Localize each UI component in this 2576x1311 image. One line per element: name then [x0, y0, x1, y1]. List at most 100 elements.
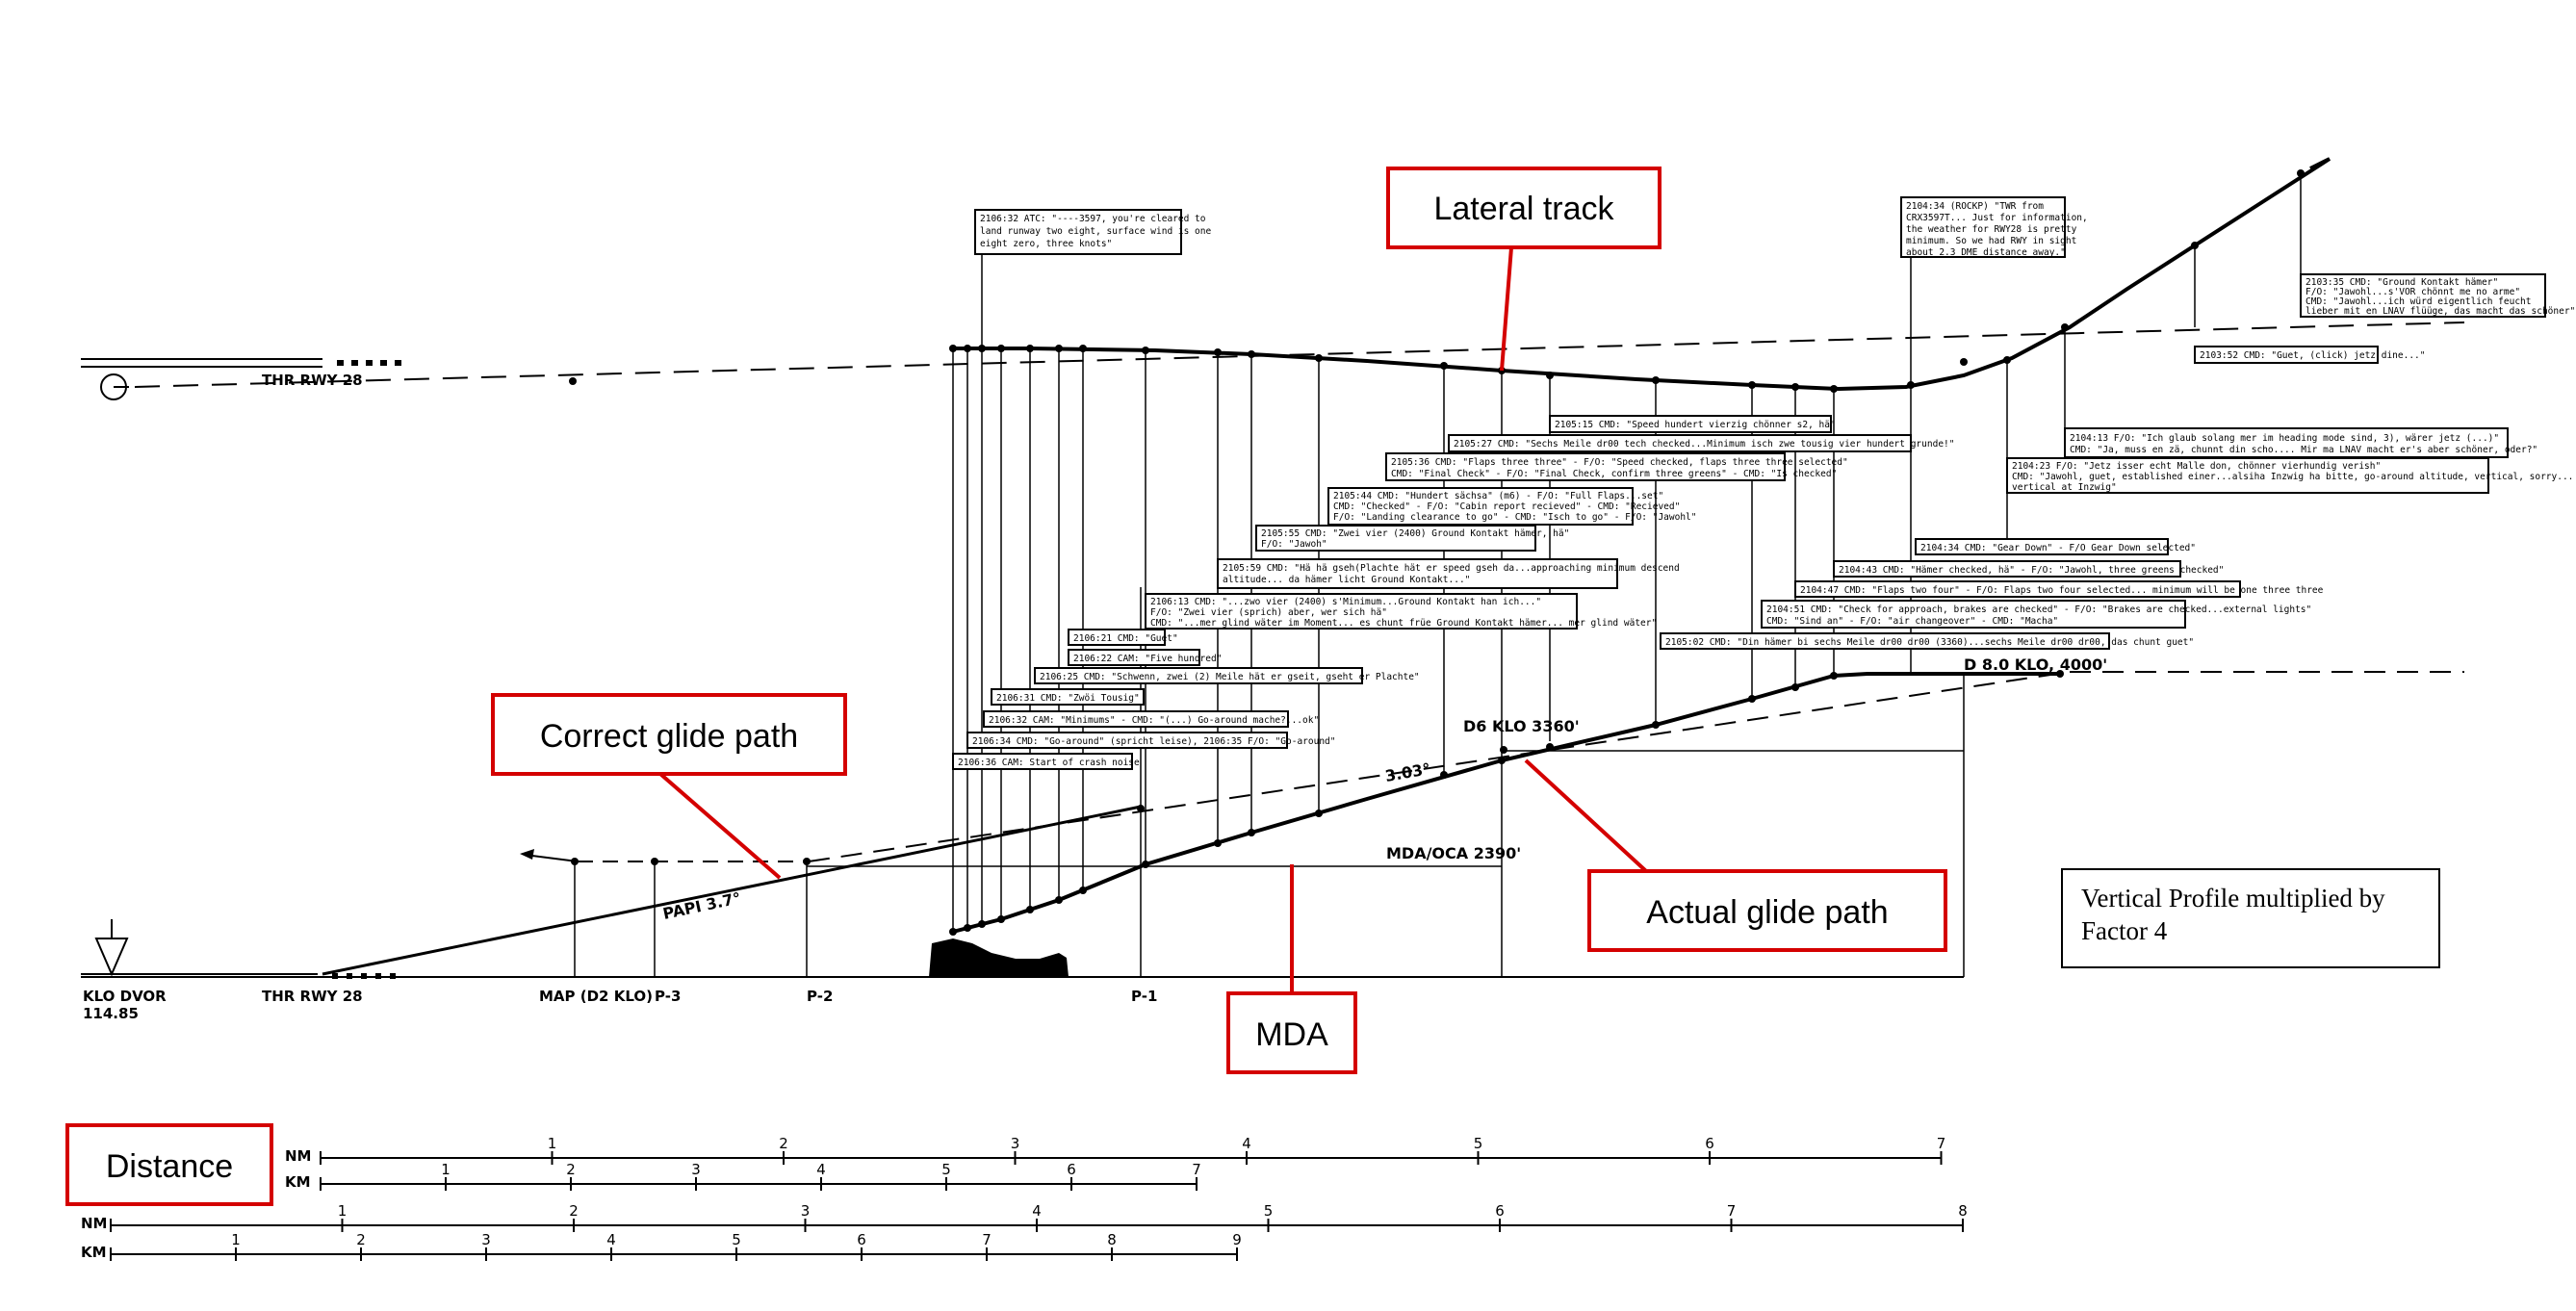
- scale-nm-top-tick-label: 3: [1011, 1135, 1020, 1152]
- legend-box: Vertical Profile multiplied by Factor 4: [2061, 868, 2440, 968]
- scale-nm-bottom-tick-label: 2: [569, 1202, 579, 1220]
- runway-bottom-dots: [332, 973, 396, 979]
- note-approaching-mda: 2105:59 CMD: "Hä hä gseh(Plachte hät er …: [1217, 558, 1680, 589]
- svg-text:2103:52 CMD: "Guet, (click) je: 2103:52 CMD: "Guet, (click) jetz dine...…: [2200, 350, 2426, 361]
- map-label: MAP (D2 KLO): [539, 988, 653, 1005]
- scale-nm-top-tick-label: 6: [1705, 1135, 1714, 1152]
- scale-nm-bottom-tick-label: 8: [1958, 1202, 1968, 1220]
- scale-km-bottom-tick-label: 3: [481, 1231, 491, 1248]
- note-ground-contact: 2103:35 CMD: "Ground Kontakt hämer" F/O:…: [2300, 273, 2575, 318]
- extended-centerline: [134, 321, 2465, 388]
- note-flaps-two: 2104:47 CMD: "Flaps two four" - F/O: Fla…: [1794, 580, 2324, 598]
- missed-approach-arrow: [524, 854, 579, 862]
- scale-nm-bottom-tick-label: 7: [1727, 1202, 1737, 1220]
- svg-text:2106:22 CAM: "Five hundred": 2106:22 CAM: "Five hundred": [1073, 654, 1222, 664]
- callout-actual-glide-path: Actual glide path: [1524, 758, 1947, 952]
- note-five-hundred: 2106:22 CAM: "Five hundred": [1068, 649, 1222, 666]
- scale-km-top-tick-label: 1: [441, 1161, 451, 1178]
- profile-verticals: [574, 674, 1965, 977]
- svg-text:CMD: "Checked" - F/O: "Cabin r: CMD: "Checked" - F/O: "Cabin report reci…: [1333, 501, 1680, 512]
- papi-glide-path: [322, 805, 1142, 976]
- svg-text:2105:27 CMD: "Sechs Meile dr00: 2105:27 CMD: "Sechs Meile dr00 tech chec…: [1454, 439, 1954, 450]
- thr-rwy-label: THR RWY 28: [262, 988, 363, 1005]
- svg-text:eight zero, three knots": eight zero, three knots": [980, 239, 1112, 249]
- note-schwenn: 2106:25 CMD: "Schwenn, zwei (2) Meile hä…: [1034, 667, 1420, 684]
- svg-text:CMD: "Ja, muss en zä, chunnt d: CMD: "Ja, muss en zä, chunnt din scho...…: [2070, 445, 2537, 455]
- svg-text:2106:36 CAM: Start of crash no: 2106:36 CAM: Start of crash noise: [958, 758, 1140, 768]
- scale-km-bottom-label: KM: [81, 1244, 107, 1261]
- callout-correct-glide-path: Correct glide path: [491, 693, 847, 880]
- centerline-marker-right: [1960, 358, 1968, 366]
- scale-nm-top-label: NM: [285, 1147, 311, 1165]
- svg-text:2106:32 CAM: "Minimums" - CMD:: 2106:32 CAM: "Minimums" - CMD: "(...) Go…: [989, 715, 1319, 726]
- svg-text:2105:55 CMD: "Zwei vier (2400): 2105:55 CMD: "Zwei vier (2400) Ground Ko…: [1261, 528, 1569, 539]
- note-zwei-vier: 2105:55 CMD: "Zwei vier (2400) Ground Ko…: [1255, 525, 1569, 552]
- svg-text:the weather for RWY28 is prett: the weather for RWY28 is pretty: [1906, 224, 2077, 235]
- note-flaps-three: 2105:36 CMD: "Flaps three three" - F/O: …: [1385, 452, 1848, 481]
- legend-line-2: Factor 4: [2081, 916, 2168, 945]
- legend-line-1: Vertical Profile multiplied by: [2081, 884, 2385, 913]
- svg-text:lieber mit en LNAV flüüge, das: lieber mit en LNAV flüüge, das macht das…: [2306, 306, 2575, 317]
- svg-text:2104:34 (ROCKP) "TWR from: 2104:34 (ROCKP) "TWR from: [1906, 201, 2044, 212]
- svg-text:2104:43 CMD: "Hämer checked, h: 2104:43 CMD: "Hämer checked, hä" - F/O: …: [1839, 565, 2224, 576]
- svg-text:2104:13 F/O: "Ich glaub solang: 2104:13 F/O: "Ich glaub solang mer im he…: [2070, 433, 2499, 444]
- scale-nm-top-tick-label: 2: [779, 1135, 788, 1152]
- note-go-around: 2106:34 CMD: "Go-around" (spricht leise)…: [966, 732, 1336, 749]
- svg-text:2104:47 CMD: "Flaps two four": 2104:47 CMD: "Flaps two four" - F/O: Fla…: [1800, 585, 2324, 596]
- callouts: Lateral track Correct glide path Actual …: [65, 167, 1947, 1206]
- svg-text:Actual glide path: Actual glide path: [1646, 894, 1888, 931]
- scale-nm-top-tick-label: 1: [548, 1135, 557, 1152]
- svg-text:2105:02 CMD: "Din hämer bi sec: 2105:02 CMD: "Din hämer bi sechs Meile d…: [1665, 637, 2194, 648]
- event-notes: 2106:32 ATC: "----3597, you're cleared t…: [952, 196, 2575, 770]
- scale-nm-bottom-tick-label: 5: [1264, 1202, 1274, 1220]
- klo-dvor-label: KLO DVOR: [83, 988, 167, 1005]
- scale-km-top-tick-label: 7: [1192, 1161, 1201, 1178]
- actual-glide-path: [952, 672, 2060, 934]
- svg-text:F/O: "Jawohl...s'VOR chönnt me: F/O: "Jawohl...s'VOR chönnt me no arme": [2306, 287, 2520, 297]
- note-minimums: 2106:32 CAM: "Minimums" - CMD: "(...) Go…: [983, 710, 1319, 728]
- svg-text:2104:51 CMD: "Check for approa: 2104:51 CMD: "Check for approach, brakes…: [1766, 604, 2311, 615]
- scale-km-top-tick-label: 2: [566, 1161, 576, 1178]
- svg-text:F/O: "Zwei vier (sprich) aber,: F/O: "Zwei vier (sprich) aber, wer sich …: [1150, 607, 1387, 618]
- svg-text:CMD: "Jawohl...ich würd eigent: CMD: "Jawohl...ich würd eigentlich feuch…: [2306, 296, 2532, 307]
- callout-distance: Distance: [65, 1123, 273, 1206]
- svg-text:2105:44 CMD: "Hundert sächsa": 2105:44 CMD: "Hundert sächsa" (m6) - F/O…: [1333, 491, 1663, 501]
- papi-label: PAPI 3.7°: [661, 888, 742, 923]
- svg-text:Correct glide path: Correct glide path: [540, 718, 798, 755]
- note-zwo-vier: 2106:13 CMD: "...zwo vier (2400) s'Minim…: [1145, 593, 1657, 630]
- svg-text:CMD: "Jawohl, guet, establishe: CMD: "Jawohl, guet, established einer...…: [2012, 472, 2573, 482]
- svg-text:CRX3597T... Just for informati: CRX3597T... Just for information,: [1906, 213, 2088, 223]
- note-zwei-tousig: 2106:31 CMD: "Zwöi Tousig": [991, 688, 1145, 706]
- callout-mda: MDA: [1226, 864, 1357, 1074]
- note-din-hamer: 2105:02 CMD: "Din hämer bi sechs Meile d…: [1660, 632, 2194, 650]
- svg-text:2106:32 ATC: "----3597, you're: 2106:32 ATC: "----3597, you're cleared t…: [980, 214, 1206, 224]
- scale-nm-bottom-tick-label: 4: [1032, 1202, 1042, 1220]
- callout-lateral-track: Lateral track: [1386, 167, 1662, 372]
- d6-label: D6 KLO 3360': [1463, 717, 1580, 735]
- svg-text:CMD: "Final Check" - F/O: "Fin: CMD: "Final Check" - F/O: "Final Check, …: [1391, 469, 1837, 479]
- svg-text:minimum. So we had RWY in sigh: minimum. So we had RWY in sight: [1906, 236, 2076, 246]
- scale-km-bottom-tick-label: 9: [1232, 1231, 1242, 1248]
- correct-glide-dashed: [808, 671, 2071, 862]
- scale-nm-top-tick-label: 7: [1937, 1135, 1946, 1152]
- svg-text:altitude... da hämer licht Gro: altitude... da hämer licht Ground Kontak…: [1223, 575, 1470, 585]
- svg-text:2106:34 CMD: "Go-around" (spri: 2106:34 CMD: "Go-around" (spricht leise)…: [972, 736, 1336, 747]
- scale-km-bottom-tick-label: 6: [857, 1231, 866, 1248]
- p3-label: P-3: [655, 988, 681, 1005]
- svg-text:2105:59 CMD: "Hä hä gseh(Plach: 2105:59 CMD: "Hä hä gseh(Plachte hät er …: [1223, 563, 1680, 574]
- scale-nm-bottom-tick-label: 6: [1495, 1202, 1505, 1220]
- arrow-head-icon: [520, 849, 534, 860]
- svg-text:CMD: "...mer glind wäter im Mo: CMD: "...mer glind wäter im Moment... es…: [1150, 618, 1657, 629]
- svg-text:MDA: MDA: [1255, 1016, 1328, 1053]
- terrain-obstacle: [929, 938, 1069, 977]
- svg-text:2105:15 CMD: "Speed hundert vi: 2105:15 CMD: "Speed hundert vierzig chön…: [1555, 420, 1836, 430]
- note-heading-mode: 2104:13 F/O: "Ich glaub solang mer im he…: [2064, 427, 2537, 458]
- vertical-profile-section: KLO DVOR 114.85 THR RWY 28 MAP (D2 KLO) …: [81, 656, 2464, 1022]
- d8-label: D 8.0 KLO, 4000': [1964, 656, 2107, 674]
- svg-text:F/O: "Jawoh": F/O: "Jawoh": [1261, 539, 1327, 550]
- scale-km-top-tick-label: 5: [941, 1161, 951, 1178]
- scale-nm-top-tick-label: 5: [1474, 1135, 1483, 1152]
- scale-km-top-tick-label: 6: [1067, 1161, 1076, 1178]
